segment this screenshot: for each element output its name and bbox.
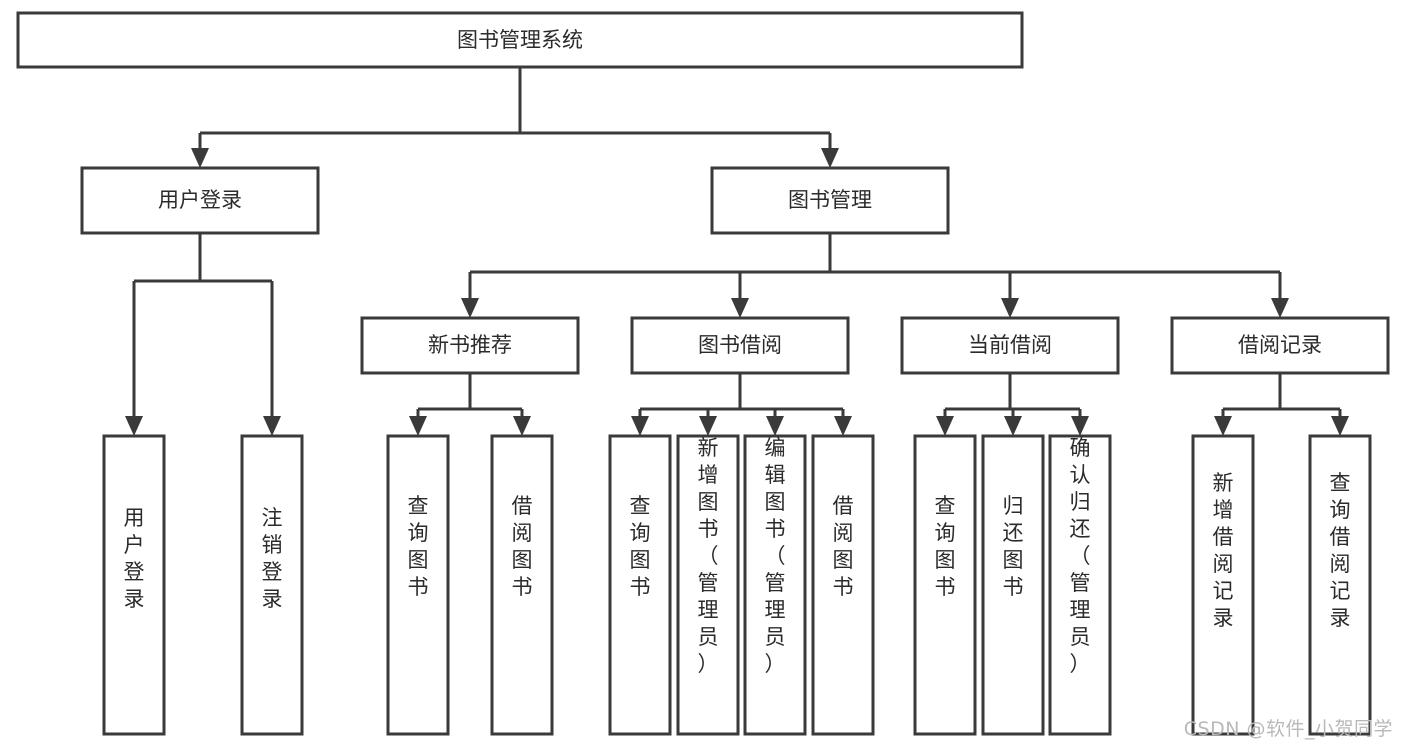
leaf-new-book-1-label: 借阅图书 xyxy=(512,494,533,599)
leaf-new-book-1[interactable]: 借阅图书 xyxy=(490,434,554,736)
node-root-label: 图书管理系统 xyxy=(457,28,583,52)
arrow-head-leaf-current-borrow-1 xyxy=(1004,416,1022,436)
node-book-borrow-label: 图书借阅 xyxy=(698,333,782,357)
leaf-borrow-record-1-box[interactable] xyxy=(1308,434,1372,736)
leaf-user-login-0[interactable]: 用户登录 xyxy=(102,434,166,736)
arrow-head-borrow-record xyxy=(1271,298,1289,318)
arrow-head-book-manage xyxy=(821,148,839,168)
node-current-borrow[interactable]: 当前借阅 xyxy=(900,316,1120,375)
node-book-borrow-box[interactable] xyxy=(630,316,850,375)
leaf-user-login-0-box[interactable] xyxy=(102,434,166,736)
node-root[interactable]: 图书管理系统 xyxy=(16,11,1024,69)
leaf-current-borrow-0[interactable]: 查询图书 xyxy=(913,434,977,736)
node-book-borrow[interactable]: 图书借阅 xyxy=(630,316,850,375)
arrow-head-leaf-current-borrow-0 xyxy=(936,416,954,436)
leaf-book-borrow-2[interactable]: 编辑图书（管理员） xyxy=(743,434,807,736)
leaf-book-borrow-1-label: 新增图书（管理员） xyxy=(698,436,719,676)
leaf-current-borrow-1-label: 归还图书 xyxy=(1003,494,1024,599)
leaf-book-borrow-1[interactable]: 新增图书（管理员） xyxy=(676,434,740,736)
leaf-current-borrow-2[interactable]: 确认归还（管理员） xyxy=(1048,434,1112,736)
leaf-book-borrow-1-box[interactable] xyxy=(676,434,740,736)
node-current-borrow-label: 当前借阅 xyxy=(968,333,1052,357)
leaf-borrow-record-1-label: 查询借阅记录 xyxy=(1330,471,1351,630)
leaf-borrow-record-0-box[interactable] xyxy=(1191,434,1255,736)
node-new-book-recommend[interactable]: 新书推荐 xyxy=(360,316,580,375)
connector-group-book-manage xyxy=(461,233,1289,318)
arrow-head-current-borrow xyxy=(1001,298,1019,318)
leaf-new-book-1-box[interactable] xyxy=(490,434,554,736)
leaf-borrow-record-0[interactable]: 新增借阅记录 xyxy=(1191,434,1255,736)
leaf-current-borrow-0-box[interactable] xyxy=(913,434,977,736)
leaf-new-book-0-box[interactable] xyxy=(386,434,450,736)
arrow-head-leaf-book-borrow-3 xyxy=(834,416,852,436)
arrow-head-leaf-book-borrow-0 xyxy=(631,416,649,436)
node-user-login-box[interactable] xyxy=(80,166,320,235)
leaf-borrow-record-0-label: 新增借阅记录 xyxy=(1213,471,1234,630)
node-borrow-record-box[interactable] xyxy=(1170,316,1390,375)
leaf-user-login-0-label: 用户登录 xyxy=(124,506,145,611)
node-root-box[interactable] xyxy=(16,11,1024,69)
arrow-head-leaf-borrow-record-0 xyxy=(1214,416,1232,436)
node-user-login[interactable]: 用户登录 xyxy=(80,166,320,235)
node-new-book-recommend-box[interactable] xyxy=(360,316,580,375)
connector-group-borrow-record xyxy=(1214,373,1349,436)
arrow-head-book-borrow xyxy=(731,298,749,318)
leaf-current-borrow-2-label: 确认归还（管理员） xyxy=(1070,436,1091,676)
node-new-book-recommend-label: 新书推荐 xyxy=(428,333,512,357)
arrow-head-user-login xyxy=(191,148,209,168)
connector-group-current-borrow xyxy=(936,373,1089,436)
connector-group-new-book xyxy=(409,373,531,436)
node-borrow-record-label: 借阅记录 xyxy=(1238,333,1322,357)
leaf-new-book-0-label: 查询图书 xyxy=(408,494,429,599)
leaf-new-book-0[interactable]: 查询图书 xyxy=(386,434,450,736)
node-book-manage[interactable]: 图书管理 xyxy=(710,166,950,235)
leaf-book-borrow-3[interactable]: 借阅图书 xyxy=(811,434,875,736)
arrow-head-leaf-user-login-0 xyxy=(125,416,143,436)
node-book-manage-label: 图书管理 xyxy=(788,188,872,212)
connector-group-root xyxy=(191,67,839,168)
leaf-book-borrow-3-label: 借阅图书 xyxy=(833,494,854,599)
node-book-manage-box[interactable] xyxy=(710,166,950,235)
leaf-book-borrow-0-box[interactable] xyxy=(608,434,672,736)
leaf-current-borrow-0-label: 查询图书 xyxy=(935,494,956,599)
arrow-head-new-book xyxy=(461,298,479,318)
arrow-head-leaf-new-book-0 xyxy=(409,416,427,436)
arrow-head-leaf-book-borrow-1 xyxy=(699,416,717,436)
leaf-book-borrow-0[interactable]: 查询图书 xyxy=(608,434,672,736)
leaf-book-borrow-2-box[interactable] xyxy=(743,434,807,736)
arrow-head-leaf-new-book-1 xyxy=(513,416,531,436)
connector-group-user-login xyxy=(125,233,281,436)
leaf-book-borrow-2-label: 编辑图书（管理员） xyxy=(765,436,786,676)
node-current-borrow-box[interactable] xyxy=(900,316,1120,375)
leaf-book-borrow-3-box[interactable] xyxy=(811,434,875,736)
node-user-login-label: 用户登录 xyxy=(158,188,242,212)
arrow-head-leaf-borrow-record-1 xyxy=(1331,416,1349,436)
leaf-user-login-1[interactable]: 注销登录 xyxy=(240,434,304,736)
leaf-user-login-1-box[interactable] xyxy=(240,434,304,736)
leaf-current-borrow-1-box[interactable] xyxy=(981,434,1045,736)
leaf-current-borrow-1[interactable]: 归还图书 xyxy=(981,434,1045,736)
leaf-current-borrow-2-box[interactable] xyxy=(1048,434,1112,736)
leaf-user-login-1-label: 注销登录 xyxy=(262,506,283,611)
connector-group-book-borrow xyxy=(631,373,852,436)
leaf-book-borrow-0-label: 查询图书 xyxy=(630,494,651,599)
arrow-head-leaf-current-borrow-2 xyxy=(1071,416,1089,436)
leaf-borrow-record-1[interactable]: 查询借阅记录 xyxy=(1308,434,1372,736)
node-borrow-record[interactable]: 借阅记录 xyxy=(1170,316,1390,375)
arrow-head-leaf-user-login-1 xyxy=(263,416,281,436)
arrow-head-leaf-book-borrow-2 xyxy=(766,416,784,436)
